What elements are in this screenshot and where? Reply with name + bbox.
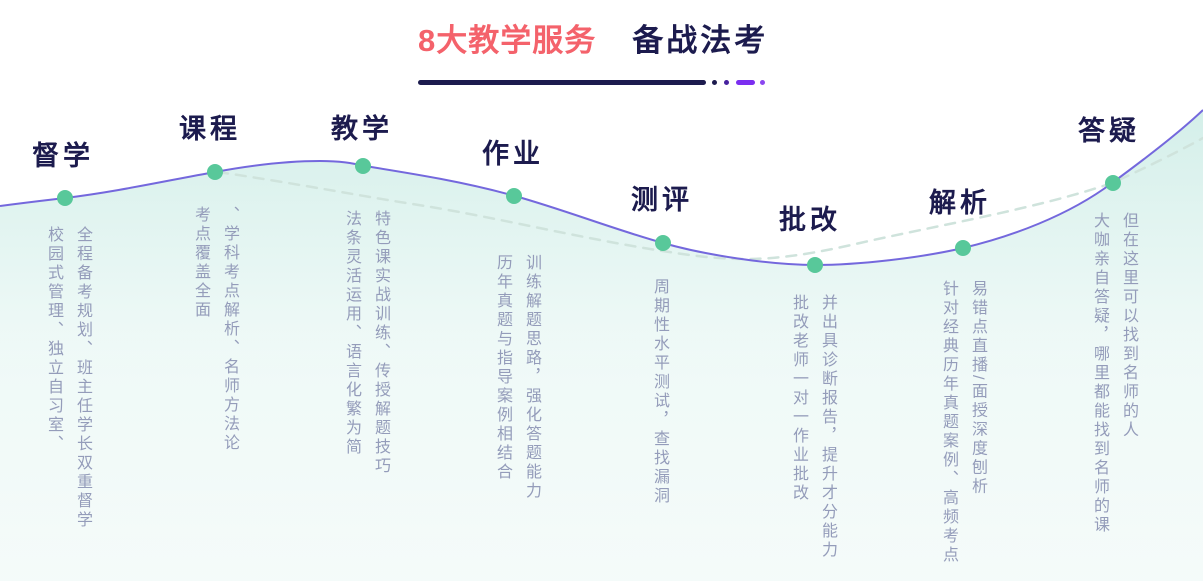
service-node-label: 批改 xyxy=(779,205,841,235)
underline-dot xyxy=(760,80,765,85)
node-marker-dot xyxy=(506,188,522,204)
service-node-label: 督学 xyxy=(32,141,94,171)
title-underline xyxy=(418,80,765,85)
curve-area-fill xyxy=(0,110,1203,581)
node-marker-dot xyxy=(955,240,971,256)
page-title-main: 备战法考 xyxy=(632,23,769,58)
node-marker-dot xyxy=(57,190,73,206)
service-node-text-column: 批改老师一对一作业批改 xyxy=(790,294,807,503)
service-node-description: 法条灵活运用、语言化繁为简特色课实战训练、传授解题技巧 xyxy=(337,210,395,476)
service-node-text-column: 但在这里可以找到名师的人 xyxy=(1120,212,1137,440)
service-node-description: 针对经典历年真题案例、高频考点易错点直播/面授深度刨析 xyxy=(934,280,992,565)
page-title-accent: 8大教学服务 xyxy=(418,23,597,58)
service-node-description: 历年真题与指导案例相结合训练解题思路，强化答题能力 xyxy=(488,254,546,501)
service-node-description: 校园式管理、独立自习室、全程备考规划、班主任学长双重督学 xyxy=(39,226,97,530)
service-node-label: 答疑 xyxy=(1078,116,1140,146)
service-node-description: 大咖亲自答疑，哪里都能找到名师的课但在这里可以找到名师的人 xyxy=(1085,212,1143,535)
node-marker-dot xyxy=(207,164,223,180)
service-node-description: 周期性水平测试，查找漏洞 xyxy=(645,278,674,506)
service-node-label: 作业 xyxy=(482,139,544,169)
service-node-text-column: 大咖亲自答疑，哪里都能找到名师的课 xyxy=(1091,212,1108,535)
service-node-label: 解析 xyxy=(929,188,991,218)
node-marker-dot xyxy=(1105,175,1121,191)
service-node-text-column: 校园式管理、独立自习室、 xyxy=(45,226,62,454)
underline-bar xyxy=(418,80,706,85)
service-node-description: 批改老师一对一作业批改并出具诊断报告，提升才分能力 xyxy=(784,294,842,560)
service-node-text-column: 历年真题与指导案例相结合 xyxy=(494,254,511,482)
service-node-label: 教学 xyxy=(331,114,393,144)
service-node-text-column: 考点覆盖全面 xyxy=(192,206,209,320)
service-node-text-column: 、学科考点解析、名师方法论 xyxy=(221,206,238,453)
node-marker-dot xyxy=(355,158,371,174)
service-node-text-column: 法条灵活运用、语言化繁为简 xyxy=(343,210,360,457)
service-node-text-column: 训练解题思路，强化答题能力 xyxy=(523,254,540,501)
node-marker-dot xyxy=(807,257,823,273)
node-marker-dot xyxy=(655,235,671,251)
service-node-label: 测评 xyxy=(631,185,693,215)
main-curve xyxy=(0,109,1203,267)
service-node-text-column: 周期性水平测试，查找漏洞 xyxy=(651,278,668,506)
service-node-text-column: 并出具诊断报告，提升才分能力 xyxy=(819,294,836,560)
underline-dash xyxy=(736,80,755,85)
service-node-text-column: 易错点直播/面授深度刨析 xyxy=(969,280,986,497)
underline-dot xyxy=(724,80,729,85)
page-title: 8大教学服务 备战法考 xyxy=(418,22,768,59)
service-node-text-column: 针对经典历年真题案例、高频考点 xyxy=(940,280,957,565)
underline-dot xyxy=(712,80,717,85)
service-node-label: 课程 xyxy=(179,114,241,144)
service-node-description: 考点覆盖全面、学科考点解析、名师方法论 xyxy=(186,206,244,453)
service-node-text-column: 特色课实战训练、传授解题技巧 xyxy=(372,210,389,476)
service-node-text-column: 全程备考规划、班主任学长双重督学 xyxy=(74,226,91,530)
